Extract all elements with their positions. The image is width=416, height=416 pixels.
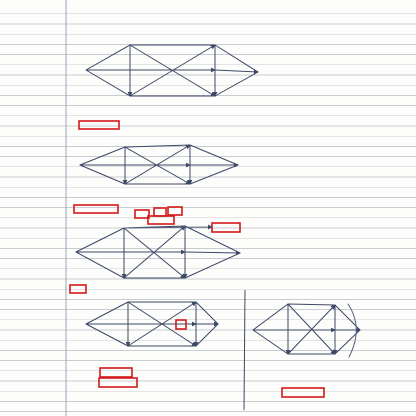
- graph-edge: [214, 69, 259, 75]
- graph-edge: [127, 301, 197, 347]
- highlight-box: [147, 215, 175, 225]
- graph-edge: [287, 304, 336, 355]
- graph-sketch-1: [85, 44, 259, 97]
- graph-edge: [124, 144, 191, 185]
- highlight-box: [73, 204, 119, 214]
- highlight-box: [78, 120, 120, 130]
- highlight-box: [134, 209, 150, 219]
- column-divider: [243, 289, 246, 411]
- highlight-box: [98, 377, 138, 388]
- graph-sketch-5: [252, 303, 361, 358]
- graph-edge: [124, 146, 191, 185]
- graph-edge: [123, 225, 186, 279]
- highlight-box: [153, 207, 167, 217]
- graph-sketch-4: [85, 301, 219, 347]
- highlight-box: [99, 367, 133, 378]
- highlight-box: [175, 319, 187, 330]
- edge-path: [252, 303, 361, 355]
- graph-edge: [123, 224, 213, 230]
- highlight-box: [69, 284, 87, 294]
- curved-mark: [347, 303, 357, 358]
- graph-sketch-3: [75, 224, 241, 279]
- graph-edge: [184, 250, 241, 256]
- highlight-box: [281, 387, 325, 398]
- graph-sketch-2: [79, 144, 239, 185]
- graph-edge: [129, 44, 216, 97]
- graph-edge: [123, 227, 186, 279]
- highlight-box: [167, 206, 183, 216]
- highlight-box: [211, 222, 241, 233]
